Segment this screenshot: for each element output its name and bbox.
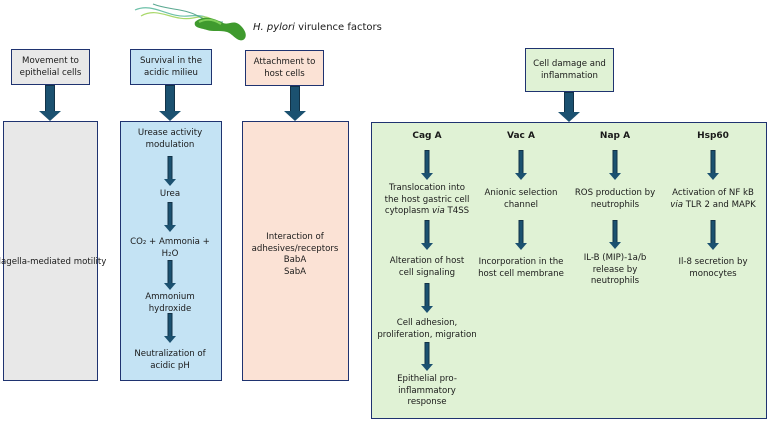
diagram-title: H. pylori virulence factors [253, 22, 382, 33]
hsp60-step: Activation of NF kB via TLR 2 and MAPK [670, 188, 755, 211]
attachment-line: BabA [283, 255, 307, 265]
arrow-down-icon [609, 150, 621, 180]
damage-header-text: Cell damage and inflammation [533, 59, 606, 81]
attachment-header: Attachment to host cells [245, 50, 324, 86]
damage-header: Cell damage and inflammation [525, 48, 614, 92]
arrow-down-icon [284, 86, 306, 121]
hsp60-title: Hsp60 [697, 131, 729, 141]
attachment-body: Interaction of adhesives/receptors BabA … [252, 232, 339, 278]
survival-header-text: Survival in the acidic milieu [139, 56, 203, 78]
caga-step: Translocation into the host gastric cell… [385, 183, 470, 218]
arrow-down-icon [421, 220, 433, 250]
text: T4SS [444, 206, 470, 216]
caga-step: Alteration of host cell signaling [389, 256, 465, 278]
napa-step: ROS production by neutrophils [574, 188, 656, 210]
survival-step: Urea [159, 189, 181, 199]
survival-step: Urease activity modulation [137, 128, 203, 150]
arrow-down-icon [421, 283, 433, 313]
arrow-down-icon [515, 220, 527, 250]
text: cytoplasm [384, 206, 433, 216]
hsp60-line: via TLR 2 and MAPK [670, 200, 755, 212]
vaca-step: Incorporation in the host cell membrane [478, 257, 564, 279]
title-italic: H. pylori [253, 22, 295, 33]
movement-header-text: Movement to epithelial cells [19, 56, 82, 78]
arrow-down-icon [164, 156, 176, 186]
movement-box [3, 121, 98, 381]
arrow-down-icon [159, 85, 181, 121]
hsp60-step: Il-8 secretion by monocytes [678, 257, 748, 279]
survival-step: CO₂ + Ammonia + H₂O [130, 237, 210, 259]
title-rest: virulence factors [294, 22, 382, 33]
movement-body: Flagella-mediated motility [0, 257, 107, 267]
text-italic: via [670, 199, 684, 210]
bacterium-icon [134, 3, 246, 41]
text: TLR 2 and MAPK [683, 199, 756, 210]
arrow-down-icon [164, 313, 176, 343]
damage-box [371, 122, 767, 419]
napa-title: Nap A [599, 131, 631, 141]
caga-line: Translocation into [388, 183, 466, 193]
arrow-down-icon [164, 202, 176, 232]
arrow-down-icon [707, 220, 719, 250]
napa-step: IL-B (MIP)-1a/b release by neutrophils [583, 253, 647, 286]
survival-step: Neutralization of acidic pH [134, 349, 206, 371]
vaca-title: Vac A [507, 131, 535, 141]
attachment-box [242, 121, 349, 381]
caga-line: cytoplasm via T4SS [385, 206, 470, 218]
arrow-down-icon [39, 85, 61, 121]
caga-title: Cag A [412, 131, 442, 141]
arrow-down-icon [421, 342, 433, 371]
attachment-line: Interaction of [266, 232, 324, 242]
arrow-down-icon [164, 260, 176, 290]
attachment-header-text: Attachment to host cells [253, 57, 316, 79]
arrow-down-icon [515, 150, 527, 180]
caga-step: Cell adhesion, proliferation, migration [377, 318, 477, 340]
hsp60-line: Activation of NF kB [672, 188, 754, 198]
attachment-line: adhesives/receptors [251, 243, 339, 254]
arrow-down-icon [558, 92, 580, 122]
survival-header: Survival in the acidic milieu [130, 49, 212, 85]
arrow-down-icon [421, 150, 433, 180]
survival-step: Ammonium hydroxide [145, 292, 195, 314]
arrow-down-icon [707, 150, 719, 180]
caga-step: Epithelial pro-inflammatory response [397, 374, 457, 407]
arrow-down-icon [609, 220, 621, 249]
caga-line: the host gastric cell [384, 194, 470, 205]
attachment-line: SabA [283, 266, 307, 277]
movement-header: Movement to epithelial cells [11, 49, 90, 85]
text-italic: via [432, 206, 445, 216]
vaca-step: Anionic selection channel [484, 188, 558, 210]
